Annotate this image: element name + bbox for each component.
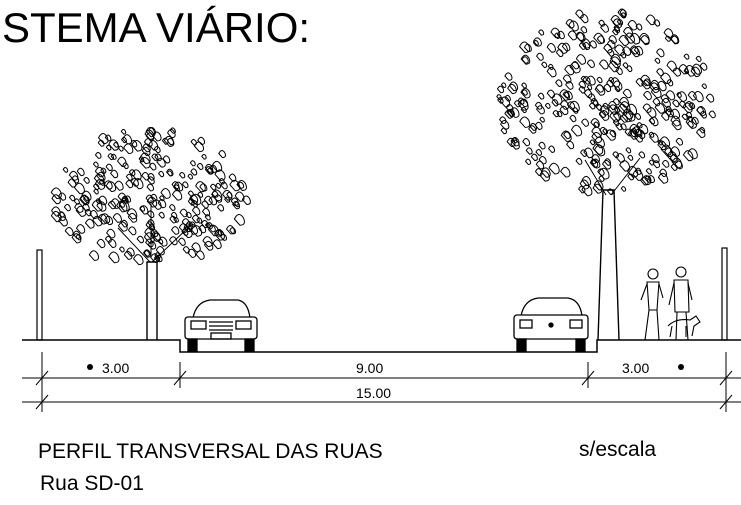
scale-note: s/escala: [579, 438, 656, 461]
left-tree-icon: [50, 127, 251, 340]
right-sidewalk-marker: [678, 364, 684, 370]
left-post: [36, 249, 43, 341]
street-name: Rua SD-01: [40, 472, 144, 495]
right-post: [721, 247, 728, 341]
left-car-icon: [184, 299, 258, 352]
right-sidewalk-width: 3.00: [622, 360, 649, 376]
left-sidewalk-width: 3.00: [102, 360, 129, 376]
right-tree-icon: [496, 8, 716, 341]
roadway-width: 9.00: [356, 360, 383, 376]
dimension-lines: [22, 352, 741, 412]
street-profile: [22, 339, 741, 353]
drawing-title: PERFIL TRANSVERSAL DAS RUAS: [38, 440, 383, 463]
left-sidewalk-marker: [87, 364, 93, 370]
page-heading: STEMA VIÁRIO:: [2, 4, 310, 51]
pedestrians-icon: [640, 266, 701, 341]
total-width: 15.00: [356, 385, 391, 401]
right-car-icon: [513, 297, 589, 352]
